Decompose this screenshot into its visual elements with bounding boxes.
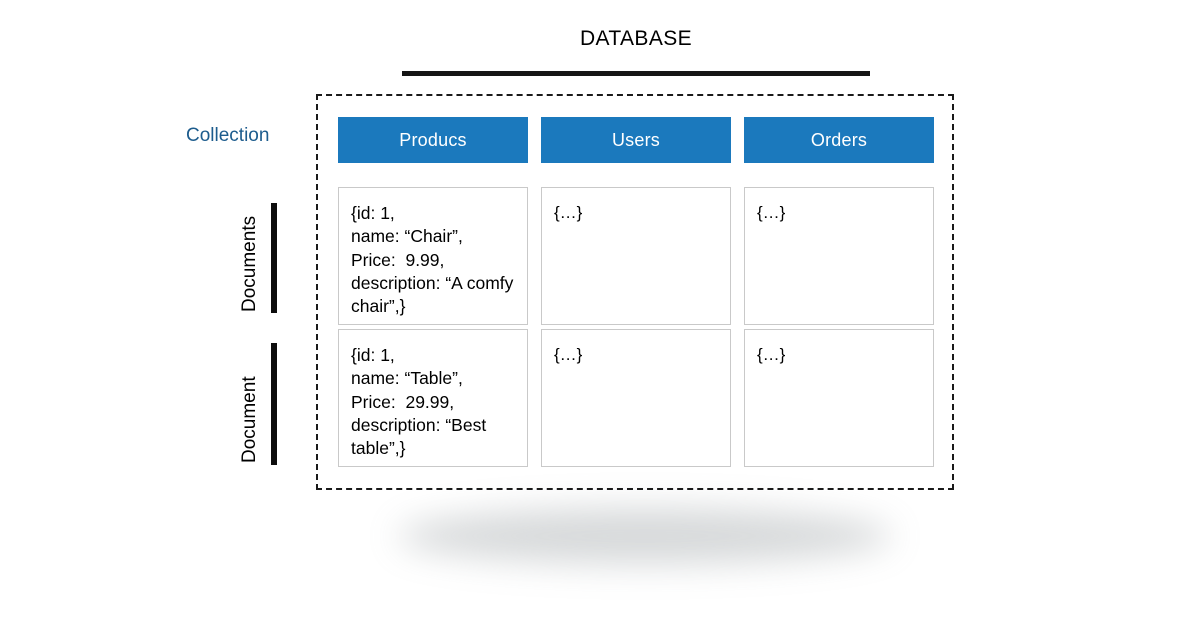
document-annotation-label: Document: [239, 376, 260, 463]
document-cell[interactable]: {…}: [541, 187, 731, 325]
collection-column-products: Producs {id: 1, name: “Chair”, Price: 9.…: [338, 117, 528, 467]
collection-header-users[interactable]: Users: [541, 117, 731, 163]
document-list-orders: {…} {…}: [744, 187, 934, 467]
ground-shadow: [398, 508, 892, 564]
documents-annotation-label: Documents: [239, 215, 260, 312]
document-text: {…}: [554, 345, 583, 364]
title-underline: [402, 71, 870, 76]
document-text: {id: 1, name: “Table”, Price: 29.99, des…: [351, 345, 487, 459]
document-cell[interactable]: {…}: [744, 329, 934, 467]
document-cell[interactable]: {…}: [541, 329, 731, 467]
document-text: {…}: [757, 345, 786, 364]
document-text: {id: 1, name: “Chair”, Price: 9.99, desc…: [351, 203, 514, 317]
document-text: {…}: [554, 203, 583, 222]
document-cell[interactable]: {id: 1, name: “Table”, Price: 29.99, des…: [338, 329, 528, 467]
document-list-products: {id: 1, name: “Chair”, Price: 9.99, desc…: [338, 187, 528, 467]
document-list-users: {…} {…}: [541, 187, 731, 467]
documents-bracket: [271, 203, 277, 313]
document-cell[interactable]: {id: 1, name: “Chair”, Price: 9.99, desc…: [338, 187, 528, 325]
database-container: [316, 94, 954, 490]
collection-column-orders: Orders {…} {…}: [744, 117, 934, 467]
collection-header-products[interactable]: Producs: [338, 117, 528, 163]
collection-annotation-label: Collection: [186, 125, 270, 146]
collection-header-orders[interactable]: Orders: [744, 117, 934, 163]
collection-column-users: Users {…} {…}: [541, 117, 731, 467]
document-text: {…}: [757, 203, 786, 222]
collections-grid: Producs {id: 1, name: “Chair”, Price: 9.…: [338, 117, 934, 467]
document-cell[interactable]: {…}: [744, 187, 934, 325]
document-bracket: [271, 343, 277, 465]
page-title: DATABASE: [579, 27, 693, 50]
